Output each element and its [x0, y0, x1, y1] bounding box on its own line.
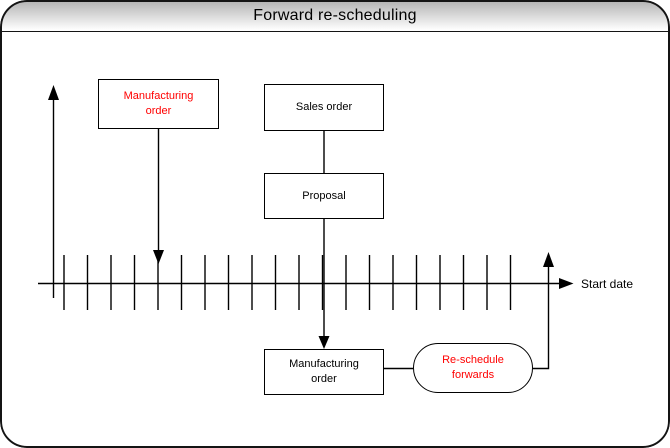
- connector-mfg-top-to-timeline: [153, 128, 164, 264]
- node-manufacturing-order-top: Manufacturing order: [98, 79, 219, 129]
- node-label: Re-schedule forwards: [442, 354, 504, 381]
- node-sales-order: Sales order: [264, 84, 384, 131]
- node-proposal: Proposal: [264, 173, 384, 219]
- node-reschedule-forwards: Re-schedule forwards: [413, 343, 533, 393]
- node-label: Sales order: [295, 101, 353, 113]
- node-label: Proposal: [302, 189, 346, 202]
- connector-reschedule-to-timeline: [533, 252, 554, 370]
- vertical-axis: [48, 85, 59, 298]
- window-title: Forward re-scheduling: [253, 6, 417, 24]
- timeline-ticks: [63, 255, 512, 310]
- node-label: Manufacturing order: [123, 90, 194, 117]
- node-label: Manufacturing order: [289, 358, 359, 385]
- node-manufacturing-order-bottom: Manufacturing order: [264, 349, 384, 395]
- start-date-label: Start date: [581, 277, 634, 291]
- timeline-axis: [38, 278, 574, 289]
- connector-proposal-to-mfg-bottom: [318, 219, 330, 349]
- titlebar: Forward re-scheduling: [0, 0, 670, 32]
